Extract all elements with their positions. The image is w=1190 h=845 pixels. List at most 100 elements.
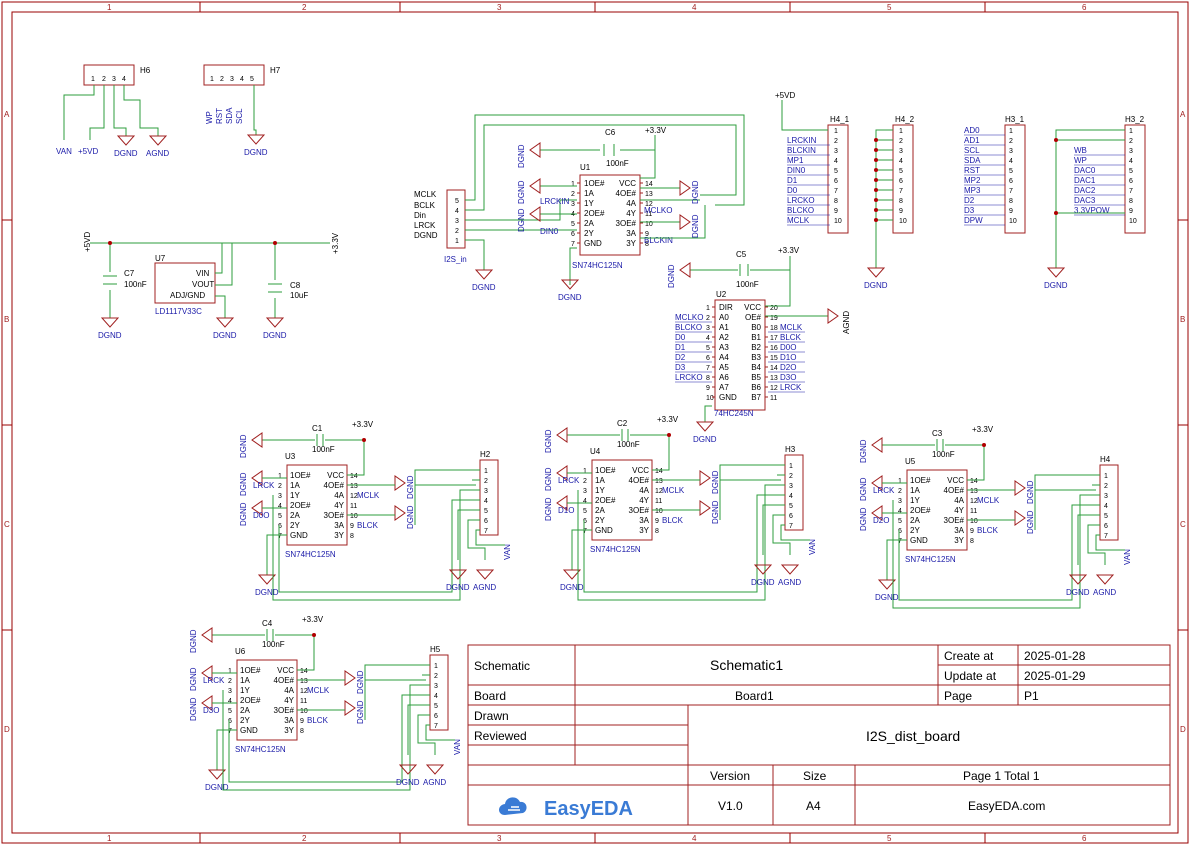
svg-text:DGND: DGND — [356, 700, 365, 724]
svg-text:DGND: DGND — [406, 475, 415, 499]
svg-text:DGND: DGND — [560, 583, 584, 592]
header-pin: 6 — [834, 178, 838, 185]
pin-number: 8 — [655, 528, 659, 535]
header-net-label: LRCKIN — [787, 136, 817, 145]
header-pin: 2 — [484, 478, 488, 485]
dgnd-symbol: DGND — [394, 475, 415, 499]
cap-ref: C3 — [932, 429, 943, 438]
pin-name: GND — [719, 393, 737, 402]
pin-name: B1 — [751, 333, 761, 342]
grid-col-label: 2 — [302, 834, 307, 843]
net-blck: BLCK — [307, 716, 329, 725]
pin-name: 2OE# — [240, 696, 261, 705]
h7-pin: 5 — [250, 76, 254, 83]
header-h3-1[interactable]: H3_1 12345678910AD0AD1SCLSDARSTMP2MP3D2D… — [964, 115, 1026, 234]
h7-pin: 4 — [240, 76, 244, 83]
regulator-u7[interactable]: U7 LD1117V33C VIN VOUT ADJ/GND C7 100nF … — [83, 232, 340, 318]
buffer-part: SN74HC125N — [905, 555, 956, 564]
grid-col-label: 5 — [887, 3, 892, 12]
pin-number: 4 — [706, 335, 710, 342]
net-van: VAN — [453, 739, 462, 755]
dgnd-symbol: DGND — [1066, 574, 1090, 597]
u1-net-mclko: MCLKO — [644, 206, 672, 215]
pin-name: 3Y — [954, 536, 964, 545]
pin-number: 7 — [898, 538, 902, 545]
header-pin: 2 — [1129, 138, 1133, 145]
header-net-label: SCL — [964, 146, 980, 155]
pin-number: 3 — [898, 498, 902, 505]
svg-text:DGND: DGND — [711, 470, 720, 494]
i2s-lrck-label: LRCK — [414, 221, 436, 230]
header-pin: 5 — [834, 168, 838, 175]
header-h3-2[interactable]: H3_2 12345678910WBWPDAC0DAC1DAC2DAC33.3V… — [1054, 115, 1146, 268]
grid-row-label: D — [4, 725, 10, 734]
i2s-pin: 4 — [455, 208, 459, 215]
grid-row-label: A — [1180, 110, 1186, 119]
net-rst: RST — [215, 108, 224, 124]
pin-number: 10 — [350, 513, 358, 520]
u2-supply: +3.3V — [778, 246, 800, 255]
connector-i2s-in[interactable]: 5 4 3 2 1 MCLK BCLK Din LRCK DGND I2S_in — [414, 114, 745, 270]
u2-right-net: D1O — [780, 353, 796, 362]
pin-number: 4 — [898, 508, 902, 515]
header-h6[interactable]: H6 1 2 3 4 VAN +5VD — [56, 64, 159, 156]
header-pin: 1 — [1104, 473, 1108, 480]
header-net-label: D0 — [787, 186, 798, 195]
net-dout: D0O — [253, 511, 269, 520]
pin-name: 3Y — [626, 239, 636, 248]
c6-value: 100nF — [606, 159, 629, 168]
grid-row-label: C — [4, 520, 10, 529]
u2-ref: U2 — [716, 290, 727, 299]
header-h4-1[interactable]: H4_1 +5VD 12345678910LRCKINBLCKINMP1DIN0… — [775, 91, 850, 234]
pin-number: 6 — [706, 355, 710, 362]
u2-right-net: D3O — [780, 373, 796, 382]
pin-number: 8 — [350, 533, 354, 540]
buffer-part: SN74HC125N — [235, 745, 286, 754]
pin-number: 1 — [706, 305, 710, 312]
pin-name: A0 — [719, 313, 729, 322]
pin-name: 1A — [290, 481, 300, 490]
dgnd-symbol: DGND — [864, 267, 888, 290]
header-pin: 7 — [899, 188, 903, 195]
agnd-symbol: AGND — [778, 564, 801, 587]
u2-left-net: BLCKO — [675, 323, 702, 332]
pin-number: 3 — [278, 493, 282, 500]
tb-company: EasyEDA.com — [968, 799, 1045, 813]
header-h7[interactable]: H7 1 2 3 4 5 WP RST SDA SCL — [203, 64, 281, 135]
pin-number: 9 — [706, 385, 710, 392]
header-pin: 4 — [484, 498, 488, 505]
grid-col-label: 6 — [1082, 3, 1087, 12]
pin-number: 3 — [706, 325, 710, 332]
pin-number: 14 — [970, 478, 978, 485]
svg-text:DGND: DGND — [255, 588, 279, 597]
pin-number: 2 — [583, 478, 587, 485]
net-blck: BLCK — [357, 521, 379, 530]
tb-version-label: Version — [710, 769, 750, 783]
svg-text:DGND: DGND — [114, 149, 138, 158]
header-pin: 5 — [1104, 513, 1108, 520]
pin-name: 1Y — [595, 486, 605, 495]
svg-text:DGND: DGND — [189, 667, 198, 691]
agnd-symbol — [827, 308, 839, 324]
net-wp: WP — [205, 111, 214, 124]
dgnd-symbol: DGND — [751, 564, 775, 587]
grid-row-label: D — [1180, 725, 1186, 734]
grid-row-label: B — [1180, 315, 1185, 324]
svg-text:DGND: DGND — [263, 331, 287, 340]
header-pin: 1 — [834, 128, 838, 135]
pin-number: 10 — [655, 508, 663, 515]
pin-name: B4 — [751, 363, 761, 372]
pin-number: 5 — [706, 345, 710, 352]
dgnd-symbol: DGND — [679, 180, 700, 204]
header-net-label: WP — [1074, 156, 1087, 165]
dgnd-symbol: DGND — [189, 627, 213, 653]
pin-number: 9 — [350, 523, 354, 530]
header-pin: 10 — [834, 218, 842, 225]
